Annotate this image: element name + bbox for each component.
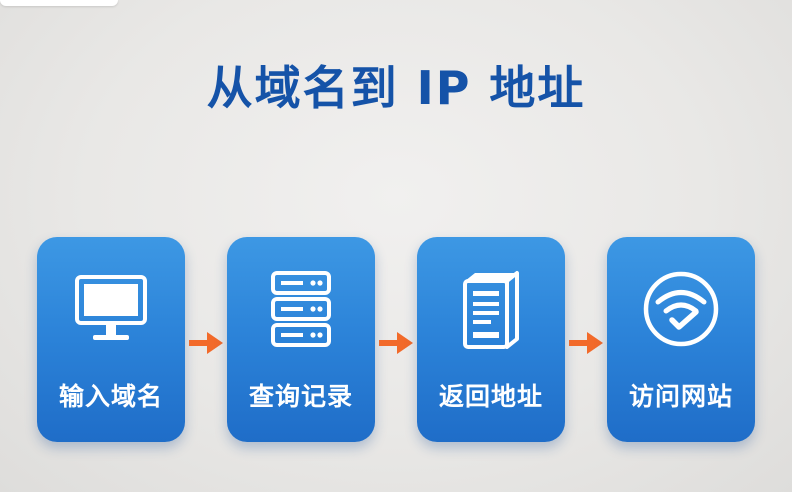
step-label: 查询记录 — [248, 382, 353, 411]
wifi-check-icon — [643, 271, 719, 347]
arrow-right-icon — [189, 332, 223, 354]
step-card-enter-domain: 输入域名 — [37, 237, 185, 442]
step-label: 返回地址 — [438, 382, 543, 411]
monitor-icon — [75, 275, 147, 340]
server-rack-icon — [271, 271, 331, 347]
arrow-right-icon — [569, 332, 603, 354]
top-edge-tab — [0, 0, 118, 6]
step-card-visit-website: 访问网站 — [607, 237, 755, 442]
document-server-icon — [463, 271, 519, 349]
page-title: 从域名到 IP 地址 — [206, 61, 586, 115]
step-card-return-address: 返回地址 — [417, 237, 565, 442]
step-card-query-record: 查询记录 — [227, 237, 375, 442]
arrow-right-icon — [379, 332, 413, 354]
step-label: 访问网站 — [628, 382, 733, 411]
step-label: 输入域名 — [58, 382, 163, 411]
